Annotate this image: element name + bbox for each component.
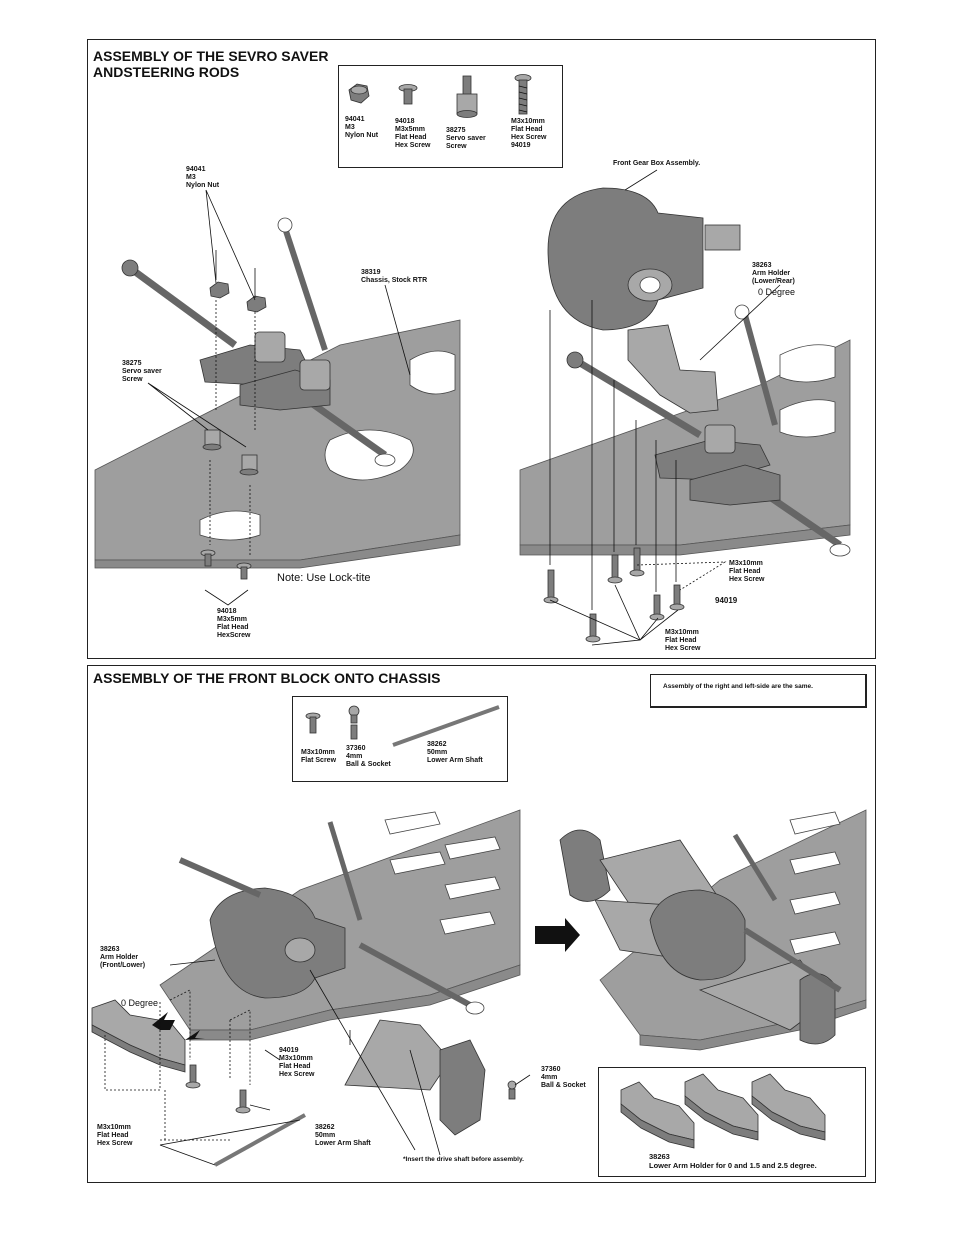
label-chassis: 38319 Chassis, Stock RTR — [361, 269, 428, 284]
note-box-text: Assembly of the right and left-side are … — [663, 683, 813, 690]
servo-saver-parts-box: 94041 M3 Nylon Nut 94018 M3x5mm Flat Hea… — [338, 65, 563, 168]
assembled-front-block — [559, 809, 867, 1051]
ball-socket-icon — [348, 705, 360, 740]
servo-saver-screw-icon — [456, 75, 478, 118]
part-94018: 94018 M3x5mm Flat Head Hex Screw — [395, 118, 431, 149]
front-gearbox — [547, 187, 741, 331]
label-front-gearbox: Front Gear Box Assembly. — [613, 160, 701, 167]
steering-assembly-right — [566, 304, 851, 557]
label-94019: 94019 — [715, 596, 738, 605]
front-block-parts-box: M3x10mm Flat Screw 37360 4mm Ball & Sock… — [292, 696, 508, 782]
chassis-plate-left — [94, 319, 461, 569]
locktite-note: Note: Use Lock-tite — [277, 572, 371, 584]
label-ball-socket: 37360 4mm Ball & Socket — [541, 1066, 586, 1089]
part-m3x10: M3x10mm Flat Screw — [301, 749, 337, 764]
long-screw-icon — [514, 74, 532, 115]
arm-holder-front — [91, 999, 186, 1073]
lower-arm — [214, 1019, 517, 1167]
label-94019-lower: 94019 M3x10mm Flat Head Hex Screw — [279, 1047, 315, 1078]
label-lower-arm-shaft: 38262 50mm Lower Arm Shaft — [315, 1124, 371, 1147]
label-arm-holder-front: 38263 Arm Holder (Front/Lower) — [100, 946, 146, 969]
part-37360: 37360 4mm Ball & Socket — [346, 745, 391, 768]
label-zero-degree-2: 0 Degree — [121, 998, 159, 1008]
part-94041: 94041 M3 Nylon Nut — [345, 116, 379, 139]
part-94019: M3x10mm Flat Head Hex Screw 94019 — [511, 118, 547, 149]
arrow-icon — [535, 918, 580, 952]
nylon-nut-icon — [348, 83, 370, 104]
part-38275: 38275 Servo saver Screw — [446, 127, 486, 150]
arm-holder-15 — [684, 1073, 759, 1141]
screws-right — [543, 547, 685, 643]
label-zero-degree-1: 0 Degree — [758, 287, 796, 297]
servo-saver-title: ASSEMBLY OF THE SEVRO SAVER ANDSTEERING … — [93, 48, 329, 80]
lower-holder-num: 38263 — [649, 1152, 670, 1161]
lower-arm-shaft-icon — [392, 705, 500, 747]
label-m3x10-a: M3x10mm Flat Head Hex Screw — [729, 560, 765, 583]
lower-holder-desc: Lower Arm Holder for 0 and 1.5 and 2.5 d… — [649, 1161, 817, 1170]
label-m3x10-b: M3x10mm Flat Head Hex Screw — [665, 629, 701, 652]
front-block-title: ASSEMBLY OF THE FRONT BLOCK ONTO CHASSIS — [93, 670, 441, 686]
lower-arm-holder-box: 38263 Lower Arm Holder for 0 and 1.5 and… — [598, 1067, 866, 1177]
flat-screw-icon — [398, 84, 418, 105]
arm-holder-0 — [620, 1081, 695, 1149]
arm-holder-25 — [751, 1073, 826, 1141]
servo-saver-drawing — [94, 169, 851, 646]
label-nylon-nut: 94041 M3 Nylon Nut — [186, 166, 220, 189]
flat-screw-icon — [305, 712, 321, 734]
label-arm-holder-rear: 38263 Arm Holder (Lower/Rear) — [752, 262, 795, 285]
label-flat-screw: 94018 M3x5mm Flat Head HexScrew — [217, 608, 251, 639]
note-box: Assembly of the right and left-side are … — [650, 674, 867, 708]
label-m3x10-lower: M3x10mm Flat Head Hex Screw — [97, 1124, 133, 1147]
label-servo-saver: 38275 Servo saver Screw — [122, 360, 162, 383]
lower-arm-holders — [620, 1073, 826, 1149]
label-drive-shaft-note: *Insert the drive shaft before assembly. — [403, 1156, 524, 1163]
front-block-part-icons — [305, 705, 500, 747]
front-block-panel: ASSEMBLY OF THE FRONT BLOCK ONTO CHASSIS — [87, 665, 876, 1183]
servo-saver-panel: ASSEMBLY OF THE SEVRO SAVER ANDSTEERING … — [87, 39, 876, 659]
front-gearbox-lower — [178, 821, 485, 1015]
part-38262: 38262 50mm Lower Arm Shaft — [427, 741, 483, 764]
parts-icons — [348, 74, 532, 118]
arm-holder-rear — [627, 324, 719, 414]
